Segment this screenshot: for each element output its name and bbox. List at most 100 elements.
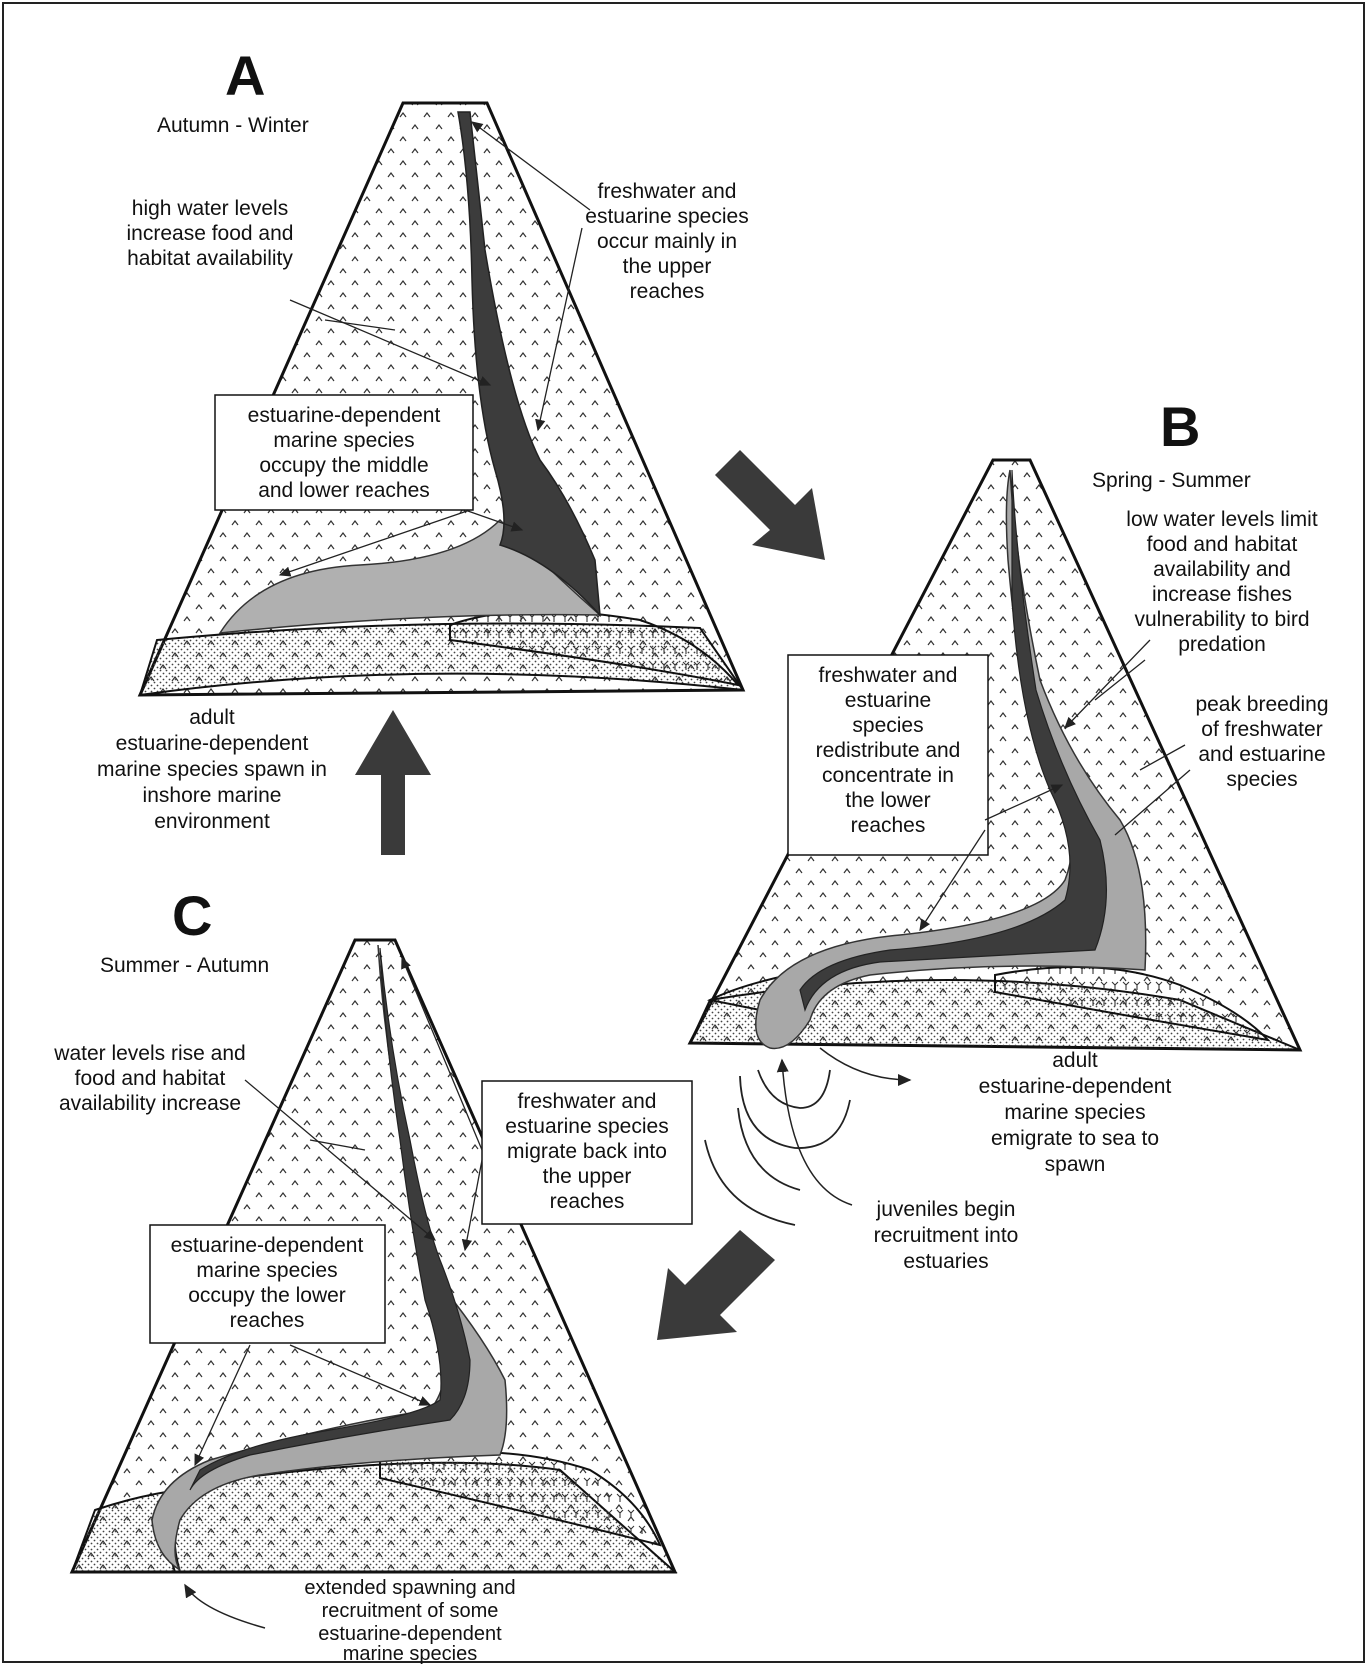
panel-c-box <box>149 1224 386 1344</box>
svg-text:inshore marine: inshore marine <box>143 784 282 807</box>
svg-text:adult: adult <box>189 706 235 729</box>
svg-text:peak breeding: peak breeding <box>1195 693 1328 716</box>
svg-text:availability and: availability and <box>1153 558 1291 581</box>
svg-text:water levels rise and: water levels rise and <box>53 1042 245 1065</box>
panel-a: A Autumn - Winter high water levels incr… <box>127 44 749 697</box>
panel-b: B Spring - Summer low water levels limit… <box>687 395 1329 1273</box>
svg-text:freshwater and: freshwater and <box>518 1090 657 1113</box>
svg-text:estuarine-dependent: estuarine-dependent <box>116 732 309 755</box>
panel-b-juveniles-label: juveniles begin recruitment into estuari… <box>874 1198 1019 1273</box>
panel-a-box-text: estuarine-dependent marine species occup… <box>248 404 441 502</box>
svg-text:adult: adult <box>1052 1049 1098 1072</box>
panel-a-fresh-leader-1 <box>470 121 591 211</box>
panel-b-juvenile-arrow <box>776 1058 853 1206</box>
panel-a-fresh-leader-2 <box>535 227 583 432</box>
panel-b-wave-1 <box>757 1069 831 1109</box>
panel-a-box-leader-1 <box>464 509 524 532</box>
svg-text:food and habitat: food and habitat <box>75 1067 226 1090</box>
svg-text:species: species <box>1226 768 1297 791</box>
svg-text:the lower: the lower <box>845 789 930 812</box>
svg-text:estuarine species: estuarine species <box>505 1115 668 1138</box>
svg-text:the upper: the upper <box>623 255 712 278</box>
panel-b-peak-label: peak breeding of freshwater and estuarin… <box>1195 693 1328 791</box>
svg-text:habitat availability: habitat availability <box>127 247 293 270</box>
svg-text:reaches: reaches <box>550 1190 625 1213</box>
panel-c: C Summer - Autumn water levels rise and … <box>53 884 693 1665</box>
svg-text:recruitment of some: recruitment of some <box>322 1600 499 1622</box>
svg-text:estuarine-dependent: estuarine-dependent <box>318 1623 502 1645</box>
svg-text:estuaries: estuaries <box>903 1250 988 1273</box>
panel-c-extended-label: extended spawning and recruitment of som… <box>304 1577 515 1665</box>
svg-text:occupy the middle: occupy the middle <box>259 454 428 477</box>
svg-text:marine species: marine species <box>1004 1101 1145 1124</box>
svg-text:marine species: marine species <box>273 429 414 452</box>
panel-b-season: Spring - Summer <box>1092 469 1251 492</box>
svg-text:predation: predation <box>1178 633 1266 656</box>
panel-b-emigrate-label: adult estuarine-dependent marine species… <box>979 1049 1172 1176</box>
panel-c-migrate-box-text: freshwater and estuarine species migrate… <box>505 1090 668 1213</box>
svg-text:estuarine species: estuarine species <box>585 205 748 228</box>
svg-text:and estuarine: and estuarine <box>1198 743 1325 766</box>
panel-c-rise-leader-2 <box>309 1139 366 1151</box>
svg-text:and lower reaches: and lower reaches <box>258 479 430 502</box>
svg-text:freshwater and: freshwater and <box>598 180 737 203</box>
panel-a-high-water-leader <box>289 299 492 386</box>
panel-b-box-text: freshwater and estuarine species redistr… <box>816 664 961 837</box>
svg-text:estuarine-dependent: estuarine-dependent <box>171 1234 364 1257</box>
arrow-a-to-b <box>715 450 825 560</box>
svg-text:food and habitat: food and habitat <box>1147 533 1298 556</box>
svg-text:migrate back into: migrate back into <box>507 1140 667 1163</box>
svg-text:estuarine-dependent: estuarine-dependent <box>979 1075 1172 1098</box>
svg-text:species: species <box>852 714 923 737</box>
svg-text:increase food and: increase food and <box>127 222 294 245</box>
panel-c-migrate-leader-2 <box>461 1159 483 1252</box>
panel-a-box-leader-2 <box>278 509 471 577</box>
panel-c-migrate-leader-1 <box>401 956 483 1151</box>
panel-c-rise-leader-1 <box>244 1079 436 1241</box>
svg-text:low water levels limit: low water levels limit <box>1126 508 1318 531</box>
panel-a-high-water-leader-2 <box>324 319 396 331</box>
svg-text:recruitment into: recruitment into <box>874 1224 1019 1247</box>
panel-c-letter: C <box>172 884 212 947</box>
svg-text:concentrate in: concentrate in <box>822 764 954 787</box>
panel-a-box <box>214 394 474 511</box>
panel-b-low-water-leader <box>1064 639 1151 729</box>
panel-c-box-text: estuarine-dependent marine species occup… <box>171 1234 364 1332</box>
panel-a-upper-channel <box>457 111 601 618</box>
panel-a-season: Autumn - Winter <box>157 114 309 137</box>
svg-text:availability increase: availability increase <box>59 1092 241 1115</box>
svg-text:occur mainly in: occur mainly in <box>597 230 737 253</box>
svg-text:freshwater and: freshwater and <box>819 664 958 687</box>
svg-text:redistribute and: redistribute and <box>816 739 961 762</box>
panel-c-box-leader-2 <box>194 1344 251 1467</box>
panel-b-box-leader-2 <box>919 829 986 932</box>
panel-a-letter: A <box>225 44 265 107</box>
svg-text:estuarine: estuarine <box>845 689 931 712</box>
svg-text:increase fishes: increase fishes <box>1152 583 1292 606</box>
svg-text:marine species: marine species <box>343 1643 478 1665</box>
panel-b-wave-3 <box>737 1107 801 1191</box>
svg-text:of freshwater: of freshwater <box>1201 718 1322 741</box>
panel-b-wave-4 <box>704 1139 796 1226</box>
svg-text:reaches: reaches <box>630 280 705 303</box>
panel-b-low-water-leader-2 <box>1094 659 1146 701</box>
svg-text:reaches: reaches <box>230 1309 305 1332</box>
panel-c-extended-arrow <box>184 1583 266 1629</box>
svg-text:estuarine-dependent: estuarine-dependent <box>248 404 441 427</box>
svg-text:marine species spawn in: marine species spawn in <box>97 758 327 781</box>
panel-b-peak-leader-1 <box>1114 769 1191 836</box>
panel-b-box-leader-1 <box>984 784 1064 821</box>
svg-text:marine species: marine species <box>196 1259 337 1282</box>
svg-text:environment: environment <box>154 810 270 833</box>
svg-text:occupy the lower: occupy the lower <box>188 1284 346 1307</box>
panel-b-low-water-label: low water levels limit food and habitat … <box>1126 508 1318 656</box>
panel-c-migrate-box <box>481 1080 693 1225</box>
svg-text:reaches: reaches <box>851 814 926 837</box>
panel-b-wave-2 <box>739 1075 851 1149</box>
panel-a-fresh-upper-label: freshwater and estuarine species occur m… <box>585 180 748 303</box>
svg-text:vulnerability to bird: vulnerability to bird <box>1134 608 1309 631</box>
arrow-c-to-a <box>355 710 431 855</box>
panel-b-letter: B <box>1160 395 1200 458</box>
svg-text:emigrate to sea to: emigrate to sea to <box>991 1127 1159 1150</box>
panel-a-high-water-label: high water levels increase food and habi… <box>127 197 294 270</box>
